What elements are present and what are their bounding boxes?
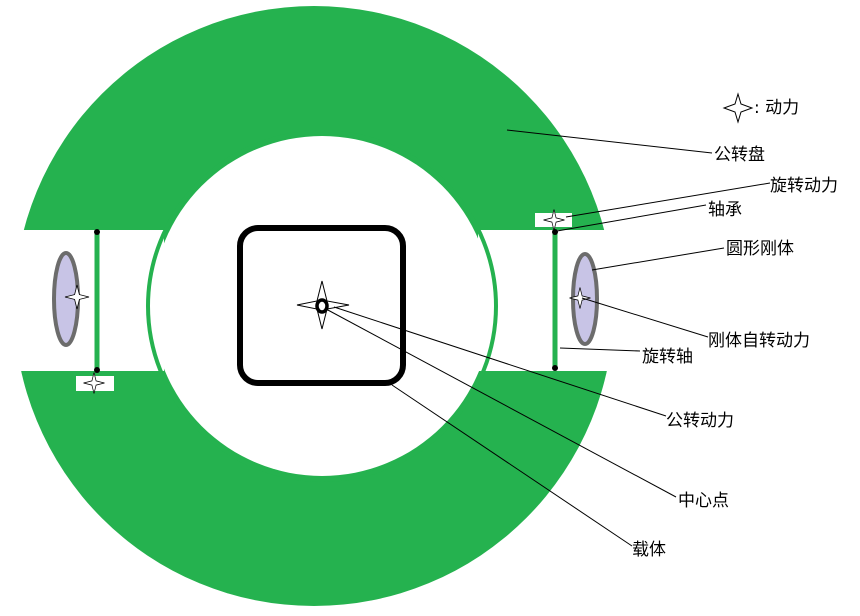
label-revolution-disk: 公转盘: [714, 145, 765, 165]
leader-bearing: [556, 204, 707, 232]
leader-rotation-axis: [559, 347, 641, 352]
leader-revolution-power: [333, 306, 667, 417]
center-point: [315, 298, 329, 314]
label-rigid-self-rotation-power: 刚体自转动力: [708, 331, 810, 351]
legend-star-icon: [722, 92, 754, 124]
label-circular-rigid-body: 圆形刚体: [726, 239, 794, 259]
label-revolution-power: 公转动力: [666, 411, 734, 431]
left-bearing-bottom: [94, 367, 100, 373]
leader-center-point: [325, 308, 677, 498]
leader-rigid-body: [591, 247, 725, 271]
leader-revolution-disk: [506, 129, 713, 154]
label-bearing: 轴承: [708, 200, 742, 220]
left-bearing-top: [94, 229, 100, 235]
leader-rotation-power: [565, 182, 771, 218]
right-bearing-top: [552, 229, 558, 235]
right-bearing-bottom: [552, 365, 558, 371]
label-rotation-axis: 旋转轴: [642, 347, 693, 367]
leader-self-rotation-power: [581, 297, 709, 338]
legend-text: : 动力: [754, 98, 799, 118]
inner-ring: [146, 130, 498, 482]
label-rotation-power: 旋转动力: [770, 176, 838, 196]
label-carrier: 载体: [632, 540, 666, 560]
leader-carrier: [391, 384, 633, 547]
label-center-point: 中心点: [678, 491, 729, 511]
leader-lines: [325, 129, 771, 547]
left-slot: [14, 230, 164, 371]
